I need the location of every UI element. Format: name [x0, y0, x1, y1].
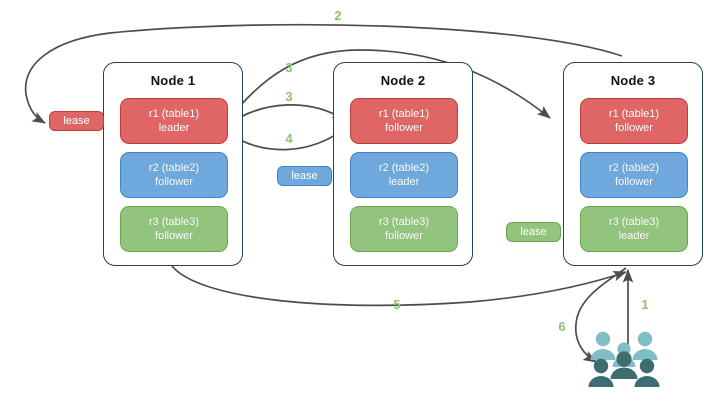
replica-name: r1 (table1) [608, 108, 660, 120]
replica-name: r3 (table3) [608, 216, 660, 228]
replica-name: r3 (table3) [148, 216, 200, 228]
step-label-2: 2 [334, 8, 342, 23]
node-1-container[interactable]: Node 1 r1 (table1) leader r2 (table2) fo… [103, 62, 243, 266]
node-3-title: Node 3 [610, 73, 656, 88]
clients-people-icon[interactable] [588, 331, 660, 389]
lease-badge-green[interactable]: lease [506, 222, 561, 242]
node-3-container[interactable]: Node 3 r1 (table1) follower r2 (table2) … [563, 62, 703, 266]
replica-role: follower [155, 230, 193, 242]
node-1-replica-r1[interactable]: r1 (table1) leader [120, 98, 228, 144]
node-2-title: Node 2 [380, 73, 426, 88]
node-3-replica-r1[interactable]: r1 (table1) follower [580, 98, 688, 144]
replica-role: follower [155, 176, 193, 188]
node-3-replica-r3[interactable]: r3 (table3) leader [580, 206, 688, 252]
node-2-replica-r3[interactable]: r3 (table3) follower [350, 206, 458, 252]
replica-role: leader [158, 122, 190, 134]
step-label-6: 6 [558, 319, 566, 334]
step-label-4: 4 [285, 131, 293, 146]
step-label-3b: 3 [285, 89, 293, 104]
replica-name: r2 (table2) [378, 162, 430, 174]
replica-role: follower [385, 230, 423, 242]
replica-role: leader [618, 230, 650, 242]
replica-name: r1 (table1) [378, 108, 430, 120]
node-2-replica-r2[interactable]: r2 (table2) leader [350, 152, 458, 198]
replica-name: r1 (table1) [148, 108, 200, 120]
lease-badge-red[interactable]: lease [49, 111, 104, 131]
node-1-replica-r3[interactable]: r3 (table3) follower [120, 206, 228, 252]
arrow-step-3-to-node2 [225, 104, 346, 127]
replica-role: follower [615, 122, 653, 134]
step-label-1: 1 [641, 297, 649, 312]
node-2-container[interactable]: Node 2 r1 (table1) follower r2 (table2) … [333, 62, 473, 266]
step-label-3a: 3 [285, 60, 293, 75]
node-1-replica-r2[interactable]: r2 (table2) follower [120, 152, 228, 198]
node-1-title: Node 1 [150, 73, 196, 88]
replica-name: r3 (table3) [378, 216, 430, 228]
node-2-replica-r1[interactable]: r1 (table1) follower [350, 98, 458, 144]
replica-role: follower [615, 176, 653, 188]
replica-name: r2 (table2) [148, 162, 200, 174]
step-label-5: 5 [393, 297, 401, 312]
lease-badge-blue[interactable]: lease [277, 166, 332, 186]
replica-name: r2 (table2) [608, 162, 660, 174]
replica-role: leader [388, 176, 420, 188]
replica-role: follower [385, 122, 423, 134]
node-3-replica-r2[interactable]: r2 (table2) follower [580, 152, 688, 198]
